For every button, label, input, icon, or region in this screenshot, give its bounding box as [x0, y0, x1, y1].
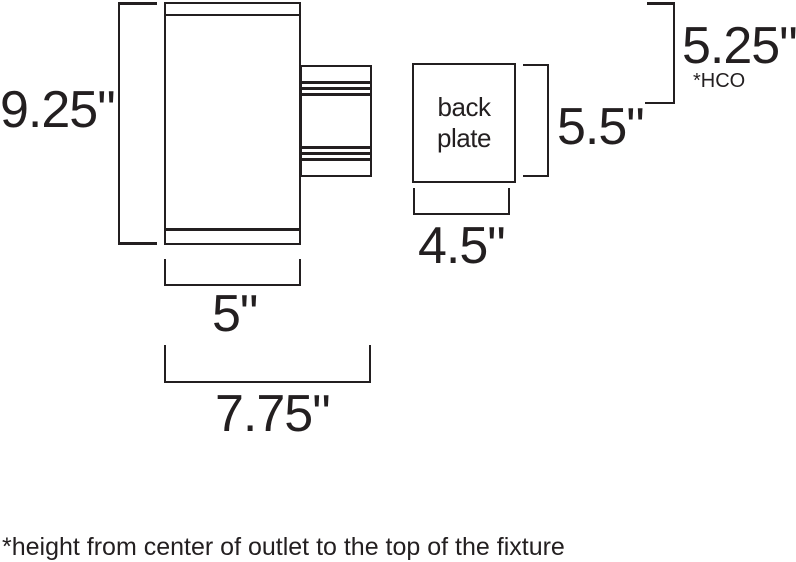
backplate-height-bracket-bottom-tick [523, 175, 549, 177]
backplate-width-bracket-right-tick [508, 188, 510, 215]
fixture-height-bracket-vertical [118, 2, 120, 245]
overall-depth-bracket-right-tick [369, 345, 371, 383]
hco-height-label: 5.25" [682, 17, 796, 75]
fixture-body [164, 2, 301, 245]
arm-thread-stripe [300, 81, 372, 84]
back-plate-label-line1: back [437, 92, 491, 122]
overall-depth-bracket-left-tick [164, 345, 166, 383]
overall-depth-label: 7.75" [215, 385, 331, 443]
backplate-height-bracket-vertical [547, 64, 549, 177]
hco-bracket-bottom-tick [645, 102, 675, 104]
backplate-width-bracket-left-tick [413, 188, 415, 215]
fixture-bottom-band-line [164, 228, 301, 231]
fixture-height-bracket-top-tick [118, 2, 157, 5]
fixture-width-bracket-left-tick [164, 259, 166, 286]
arm-thread-stripe [300, 146, 372, 149]
arm-thread-stripe [300, 93, 372, 96]
backplate-height-label: 5.5" [557, 98, 645, 156]
back-plate-label: back plate [414, 65, 514, 181]
fixture-height-bracket-bottom-tick [118, 242, 157, 245]
fixture-width-label: 5" [212, 285, 258, 343]
backplate-width-label: 4.5" [418, 217, 506, 275]
hco-bracket-top-tick [647, 2, 675, 5]
overall-depth-bracket-horizontal [164, 381, 371, 383]
fixture-height-label: 9.25" [0, 81, 116, 139]
hco-bracket-vertical [673, 2, 675, 104]
arm-thread-stripe [300, 158, 372, 161]
back-plate: back plate [412, 63, 516, 183]
backplate-height-bracket-top-tick [523, 64, 549, 66]
arm-thread-stripe [300, 87, 372, 90]
back-plate-label-line2: plate [437, 123, 491, 153]
fixture-width-bracket-horizontal [164, 284, 301, 286]
hco-abbr-label: *HCO [693, 70, 746, 92]
arm-thread-stripe [300, 152, 372, 155]
footnote: *height from center of outlet to the top… [2, 533, 565, 561]
fixture-width-bracket-right-tick [299, 259, 301, 286]
fixture-top-cap-line [164, 14, 301, 16]
backplate-width-bracket-horizontal [413, 213, 510, 215]
